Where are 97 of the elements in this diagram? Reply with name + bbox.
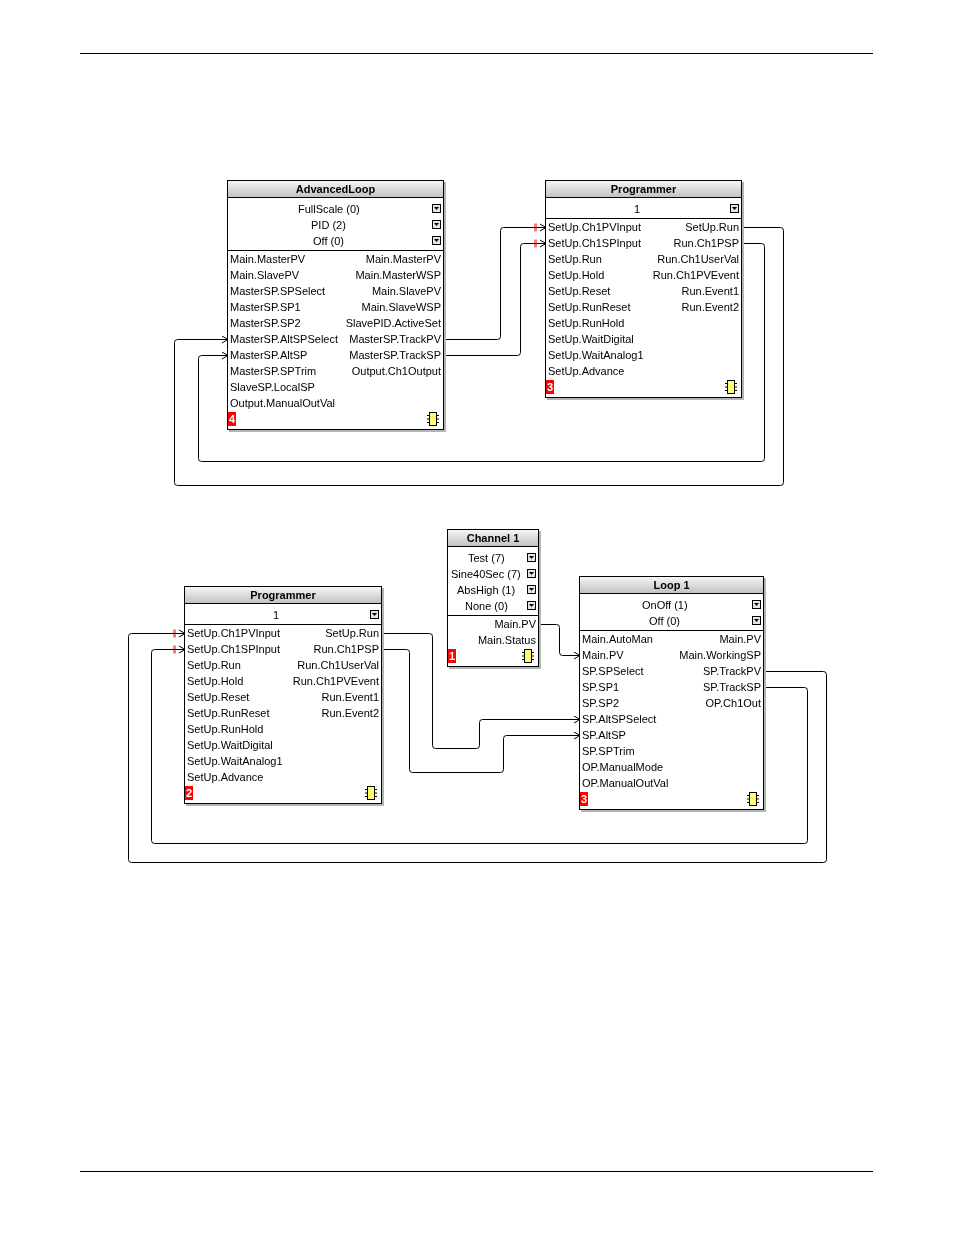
function-block [545, 180, 742, 398]
input-port-label: SlaveSP.LocalSP [228, 379, 315, 395]
input-port-label: SetUp.WaitDigital [546, 331, 634, 347]
input-port-label: SetUp.Reset [185, 689, 250, 705]
parameter-value: Test (7) [468, 551, 505, 566]
input-port-label: Main.SlavePV [228, 267, 300, 283]
input-port-label: SetUp.Advance [546, 363, 625, 379]
block-number-badge: 3 [580, 792, 589, 806]
input-port-label: Main.PV [580, 647, 624, 663]
input-port-label: SP.AltSPSelect [580, 711, 657, 727]
output-port-label: SetUp.Run [685, 219, 741, 235]
input-port-label: SetUp.Ch1PVInput [185, 625, 280, 641]
input-port-label: Main.MasterPV [228, 251, 306, 267]
block-title-bar: AdvancedLoop [228, 181, 443, 198]
input-port-label: SetUp.RunHold [185, 721, 264, 737]
input-port-label: SP.AltSP [580, 727, 626, 743]
input-port-label: SetUp.RunReset [185, 705, 270, 721]
input-port-label: SetUp.RunHold [546, 315, 625, 331]
connector-wire [174, 227, 784, 486]
parameter-value: FullScale (0) [298, 202, 360, 217]
block-number-badge: 2 [185, 786, 194, 800]
parameter-value: Off (0) [649, 614, 680, 629]
input-port-label: SetUp.Ch1SPInput [185, 641, 280, 657]
input-port-label: SetUp.Reset [546, 283, 611, 299]
parameter-value: Off (0) [313, 234, 344, 249]
parameter-value: Sine40Sec (7) [451, 567, 521, 582]
output-port-label: Run.Ch1PSP [673, 235, 741, 251]
block-title-bar: Channel 1 [448, 530, 538, 547]
input-port-label: SP.SPSelect [580, 663, 644, 679]
block-title-bar: Programmer [185, 587, 381, 604]
output-port-label: OP.Ch1Out [705, 695, 763, 711]
input-port-label: MasterSP.AltSP [228, 347, 308, 363]
function-block [227, 180, 444, 430]
output-port-label: Run.Event1 [681, 283, 741, 299]
output-port-label: Main.PV [719, 631, 763, 647]
output-port-label: Main.Status [477, 632, 538, 648]
output-port-label: MasterSP.TrackSP [349, 347, 443, 363]
input-port-label: SetUp.Advance [185, 769, 264, 785]
input-port-label: MasterSP.SP2 [228, 315, 301, 331]
output-port-label: Main.SlavePV [371, 283, 443, 299]
output-port-label: MasterSP.TrackPV [349, 331, 443, 347]
output-port-label: Run.Ch1PVEvent [652, 267, 741, 283]
function-block [579, 576, 764, 810]
input-port-label: OP.ManualOutVal [580, 775, 669, 791]
input-port-label: MasterSP.SPTrim [228, 363, 317, 379]
output-port-label: Run.Ch1UserVal [297, 657, 381, 673]
input-port-label: SetUp.Run [185, 657, 241, 673]
connector-wire [128, 629, 827, 863]
output-port-label: SetUp.Run [325, 625, 381, 641]
input-port-label: MasterSP.AltSPSelect [228, 331, 338, 347]
output-port-label: SlavePID.ActiveSet [345, 315, 443, 331]
output-port-label: Main.SlaveWSP [361, 299, 443, 315]
output-port-label: Main.PV [494, 616, 538, 632]
input-port-label: SetUp.Ch1SPInput [546, 235, 641, 251]
input-port-label: SP.SP2 [580, 695, 620, 711]
input-port-label: Main.AutoMan [580, 631, 653, 647]
output-port-label: Run.Ch1UserVal [657, 251, 741, 267]
output-port-label: Main.MasterWSP [355, 267, 443, 283]
parameter-value: OnOff (1) [642, 598, 688, 613]
input-port-label: SP.SPTrim [580, 743, 635, 759]
parameter-value: AbsHigh (1) [457, 583, 516, 598]
output-port-label: Main.WorkingSP [679, 647, 763, 663]
input-port-label: SetUp.Run [546, 251, 602, 267]
function-block [447, 529, 539, 667]
output-port-label: SP.TrackPV [702, 663, 763, 679]
output-port-label: Run.Event2 [681, 299, 741, 315]
output-port-label: Run.Event2 [321, 705, 381, 721]
block-number-badge: 4 [228, 412, 237, 426]
connector-wire [151, 645, 808, 844]
input-port-label: SetUp.Hold [546, 267, 605, 283]
input-port-label: Output.ManualOutVal [228, 395, 335, 411]
block-number-badge: 3 [546, 380, 555, 394]
input-port-label: SetUp.Hold [185, 673, 244, 689]
output-port-label: Run.Ch1PVEvent [292, 673, 381, 689]
block-number-badge: 1 [448, 649, 457, 663]
block-title-bar: Programmer [546, 181, 741, 198]
parameter-value: PID (2) [311, 218, 346, 233]
block-title-bar: Loop 1 [580, 577, 763, 594]
input-port-label: SP.SP1 [580, 679, 620, 695]
output-port-label: Run.Ch1PSP [313, 641, 381, 657]
input-port-label: SetUp.WaitAnalog1 [185, 753, 283, 769]
input-port-label: SetUp.Ch1PVInput [546, 219, 641, 235]
input-port-label: SetUp.RunReset [546, 299, 631, 315]
parameter-value: 1 [273, 608, 280, 623]
connector-wire [198, 243, 765, 462]
output-port-label: Run.Event1 [321, 689, 381, 705]
output-port-label: Output.Ch1Output [351, 363, 443, 379]
input-port-label: SetUp.WaitDigital [185, 737, 273, 753]
function-block [184, 586, 382, 804]
output-port-label: SP.TrackSP [702, 679, 763, 695]
input-port-label: MasterSP.SP1 [228, 299, 301, 315]
input-port-label: OP.ManualMode [580, 759, 664, 775]
output-port-label: Main.MasterPV [365, 251, 443, 267]
parameter-value: 1 [634, 202, 641, 217]
parameter-value: None (0) [465, 599, 508, 614]
input-port-label: MasterSP.SPSelect [228, 283, 326, 299]
input-port-label: SetUp.WaitAnalog1 [546, 347, 644, 363]
